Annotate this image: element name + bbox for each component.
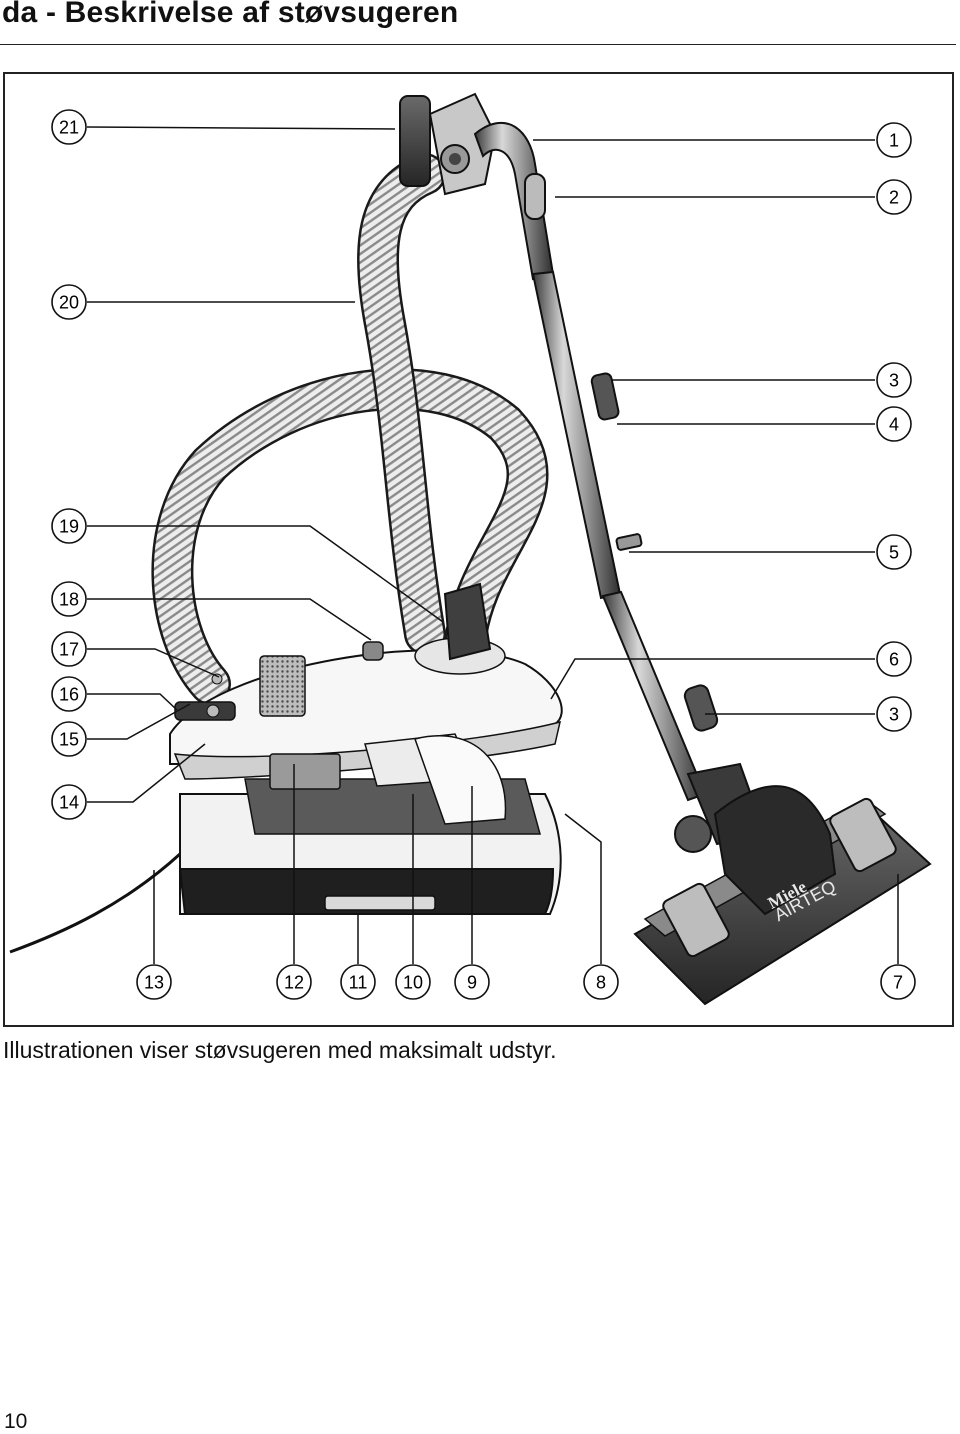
callout-2: 2 — [876, 179, 912, 215]
callout-7: 7 — [880, 964, 916, 1000]
svg-text:13: 13 — [144, 973, 164, 993]
leader-lines — [86, 126, 899, 964]
callout-14: 14 — [51, 784, 87, 820]
svg-text:17: 17 — [59, 640, 79, 660]
callout-8: 8 — [583, 964, 619, 1000]
svg-text:5: 5 — [889, 543, 899, 563]
svg-text:4: 4 — [889, 415, 899, 435]
floor-brush: Miele AIRTEQ — [633, 762, 932, 1006]
callout-19: 19 — [51, 508, 87, 544]
svg-text:8: 8 — [596, 973, 606, 993]
svg-text:19: 19 — [59, 517, 79, 537]
callout-3-lower: 3 — [876, 696, 912, 732]
callout-21: 21 — [51, 109, 87, 145]
svg-text:1: 1 — [889, 131, 899, 151]
callout-9: 9 — [454, 964, 490, 1000]
svg-text:6: 6 — [889, 650, 899, 670]
callout-1: 1 — [876, 122, 912, 158]
svg-text:20: 20 — [59, 293, 79, 313]
svg-text:21: 21 — [59, 118, 79, 138]
callout-12: 12 — [276, 964, 312, 1000]
svg-text:12: 12 — [284, 973, 304, 993]
vacuum-body — [169, 582, 563, 915]
handle — [399, 92, 555, 281]
svg-text:15: 15 — [59, 730, 79, 750]
svg-text:3: 3 — [889, 705, 899, 725]
vacuum-cleaner-illustration: Miele AIRTEQ — [9, 92, 932, 1006]
callout-11: 11 — [340, 964, 376, 1000]
callout-10: 10 — [395, 964, 431, 1000]
callout-17: 17 — [51, 631, 87, 667]
svg-text:10: 10 — [403, 973, 423, 993]
figure-caption: Illustrationen viser støvsugeren med mak… — [3, 1037, 557, 1063]
svg-text:18: 18 — [59, 590, 79, 610]
page-header: da - Beskrivelse af støvsugeren — [0, 0, 956, 45]
callout-13: 13 — [136, 964, 172, 1000]
page-title: da - Beskrivelse af støvsugeren — [2, 0, 459, 29]
vacuum-illustration-frame: Miele AIRTEQ — [3, 72, 954, 1027]
page-number: 10 — [4, 1410, 28, 1433]
callout-20: 20 — [51, 284, 87, 320]
telescopic-tube — [531, 270, 719, 802]
svg-text:16: 16 — [59, 685, 79, 705]
callout-3-upper: 3 — [876, 362, 912, 398]
callout-4: 4 — [876, 406, 912, 442]
callout-16: 16 — [51, 676, 87, 712]
svg-text:2: 2 — [889, 188, 899, 208]
svg-text:14: 14 — [59, 793, 79, 813]
callout-15: 15 — [51, 721, 87, 757]
callout-6: 6 — [876, 641, 912, 677]
svg-text:11: 11 — [349, 973, 368, 993]
svg-text:7: 7 — [893, 973, 903, 993]
suction-hose — [151, 153, 549, 705]
svg-text:9: 9 — [467, 973, 477, 993]
svg-text:3: 3 — [889, 371, 899, 391]
callout-18: 18 — [51, 581, 87, 617]
callout-5: 5 — [876, 534, 912, 570]
power-cable — [9, 852, 182, 954]
